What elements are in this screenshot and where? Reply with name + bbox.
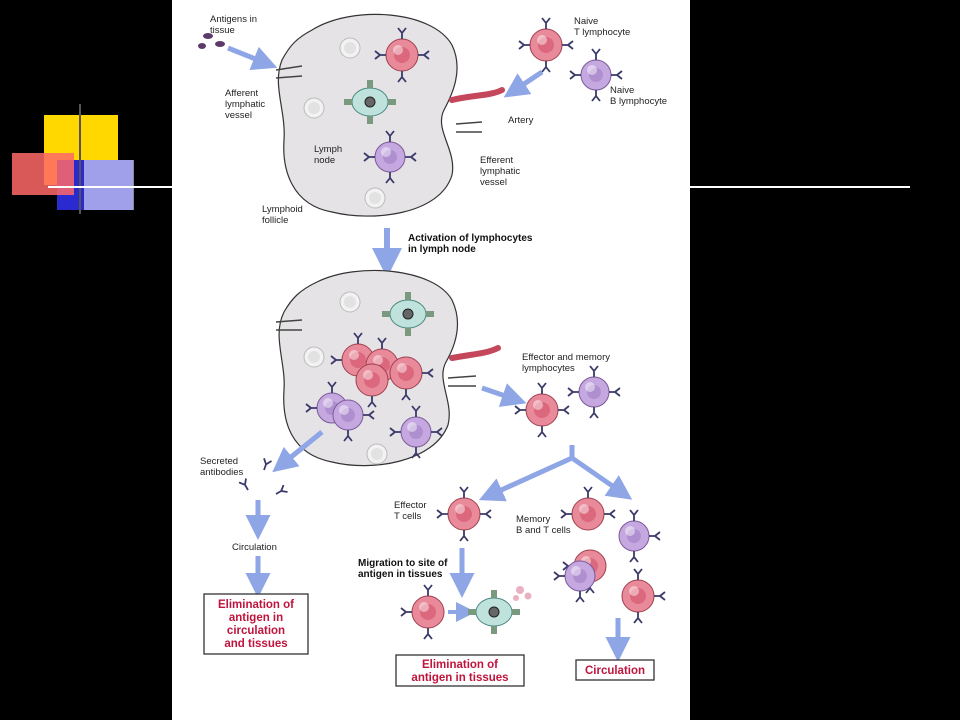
antigen-particles [198, 33, 225, 49]
arrow-node-to-effector [481, 383, 527, 407]
svg-text:Circulation: Circulation [585, 665, 645, 677]
lymphoid-follicle [339, 37, 361, 59]
arrow-node-to-antibodies [272, 430, 324, 473]
lymphoid-follicle [339, 291, 361, 313]
efferent-vessel-icon [455, 121, 483, 133]
lymphoid-follicle [303, 97, 325, 119]
naive-t-lymphocyte [518, 17, 574, 73]
arrow-to-memory [570, 455, 633, 500]
lymphoid-follicle [364, 187, 386, 209]
effector-t-cell [400, 584, 445, 640]
lymphoid-follicle [366, 443, 388, 465]
effector-t-cell [514, 382, 570, 438]
arrow-naive-to-artery [503, 69, 544, 98]
memory-cell-cluster [553, 486, 666, 624]
label-artery: Artery [508, 115, 534, 126]
box-circulation: Circulation [575, 659, 655, 681]
antigen-particles [513, 586, 532, 601]
deco-vertical-line [79, 104, 81, 214]
label-circulation: Circulation [232, 542, 277, 553]
arrow-to-effector-t [478, 455, 574, 502]
afferent-vessel-icon [275, 65, 303, 79]
artery-icon [449, 345, 501, 361]
deco-red-square [12, 153, 74, 195]
antigen-presenting-cell [467, 589, 521, 635]
effector-t-cell [436, 486, 492, 542]
lymphoid-follicle [303, 346, 325, 368]
efferent-vessel-icon [447, 375, 477, 387]
deco-white-highlight [84, 160, 134, 210]
artery-icon [449, 87, 505, 103]
memory-b-cell [567, 365, 621, 419]
afferent-vessel-icon [275, 319, 303, 331]
arrow-antigen-to-node [227, 45, 278, 71]
